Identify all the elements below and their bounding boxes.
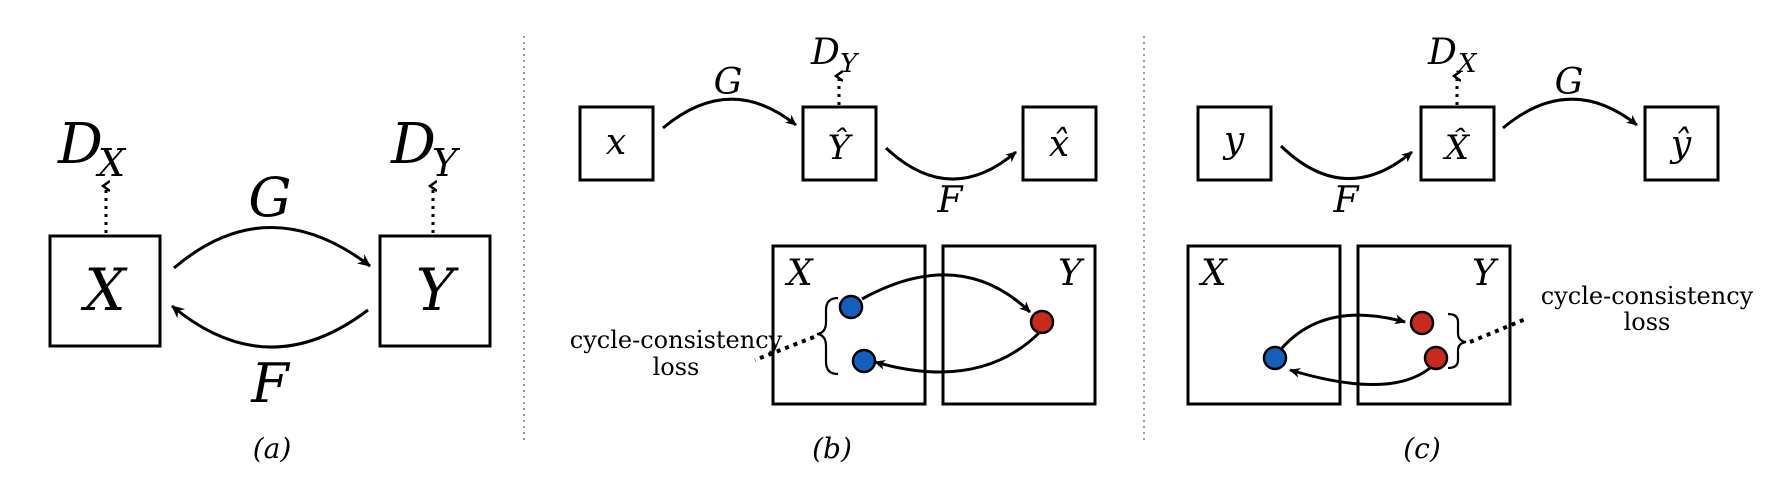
loss-label-line1-c: cycle-consistency xyxy=(1541,282,1754,310)
f-arrow-b xyxy=(884,146,1017,181)
y-point-c xyxy=(1409,310,1435,336)
domain-y-label-b: Y xyxy=(1058,253,1085,294)
d-x-discriminator-subscript: X xyxy=(1456,49,1478,79)
f-arrow-c xyxy=(1279,144,1413,181)
domain-x-label-b: X xyxy=(784,253,814,294)
backward-cycle-arrow-c xyxy=(1289,366,1431,386)
y-to-x-point-c xyxy=(1262,345,1288,371)
y-hat-box-c xyxy=(1643,105,1720,182)
caption-a: (a) xyxy=(253,432,292,465)
x-hat-label: x̂ xyxy=(1049,124,1069,165)
y-sample-box xyxy=(1196,105,1273,182)
x-hat-box-c xyxy=(1419,105,1496,182)
y-hat-label-c: ŷ xyxy=(1669,124,1692,165)
loss-brace-c xyxy=(1447,312,1467,370)
loss-brace-b xyxy=(816,296,839,376)
caption-c: (c) xyxy=(1403,432,1441,465)
g-label-b: G xyxy=(714,62,743,103)
x-sample-label: x xyxy=(606,122,626,163)
y-domain-box xyxy=(378,234,492,348)
loss-label-line1-b: cycle-consistency xyxy=(570,326,783,354)
panel-a: D X D Y X Y G F (a) xyxy=(48,112,492,465)
x-sample-box xyxy=(578,105,655,182)
loss-label-line2-b: loss xyxy=(653,353,700,381)
g-mapping-arrow xyxy=(173,226,371,270)
panel-c: y X̂ ŷ D X F G X Y cycle-consistency los… xyxy=(1186,32,1754,465)
domain-x-label-c: X xyxy=(1198,253,1228,294)
d-y-discriminator-label: D xyxy=(810,32,840,73)
backward-cycle-arrow-b xyxy=(874,330,1042,374)
caption-b: (b) xyxy=(812,432,852,465)
panel-b: x Ŷ x̂ D Y G F X Y cycle-consistency los… xyxy=(570,32,1098,465)
domain-x-box-b xyxy=(771,244,927,406)
f-mapping-arrow xyxy=(171,304,369,349)
domain-y-label-c: Y xyxy=(1472,253,1499,294)
y-hat-label: Ŷ xyxy=(828,127,854,168)
d-y-discriminator-subscript: Y xyxy=(840,49,860,79)
x-point-b xyxy=(838,294,864,320)
loss-pointer-c xyxy=(1469,316,1529,344)
forward-cycle-arrow-b xyxy=(861,273,1032,314)
y-hat-box xyxy=(801,105,878,182)
d-y-label: D xyxy=(390,112,436,177)
f-label: F xyxy=(250,352,291,415)
g-label: G xyxy=(248,166,291,229)
y-sample-label: y xyxy=(1222,120,1245,161)
domain-y-box-b xyxy=(941,244,1097,406)
loss-pointer-b xyxy=(754,335,815,362)
x-reconstructed-point-b xyxy=(851,348,877,374)
g-arrow-b xyxy=(662,97,797,130)
x-domain-label: X xyxy=(80,256,128,324)
x-hat-label-c: X̂ xyxy=(1442,127,1471,168)
d-x-subscript: X xyxy=(95,141,127,185)
x-hat-box xyxy=(1021,105,1098,182)
d-x-discriminator-label: D xyxy=(1427,32,1457,73)
y-reconstructed-point-c xyxy=(1423,345,1449,371)
g-arrow-c xyxy=(1502,97,1638,130)
d-x-label: D xyxy=(57,112,103,177)
f-label-b: F xyxy=(937,180,965,221)
y-point-b xyxy=(1029,309,1055,335)
forward-cycle-arrow-c xyxy=(1280,313,1406,350)
g-label-c: G xyxy=(1555,62,1584,103)
d-y-subscript: Y xyxy=(432,141,461,185)
f-label-c: F xyxy=(1333,180,1361,221)
loss-label-line2-c: loss xyxy=(1624,308,1671,336)
y-domain-label: Y xyxy=(416,256,459,324)
x-domain-box xyxy=(48,234,162,348)
